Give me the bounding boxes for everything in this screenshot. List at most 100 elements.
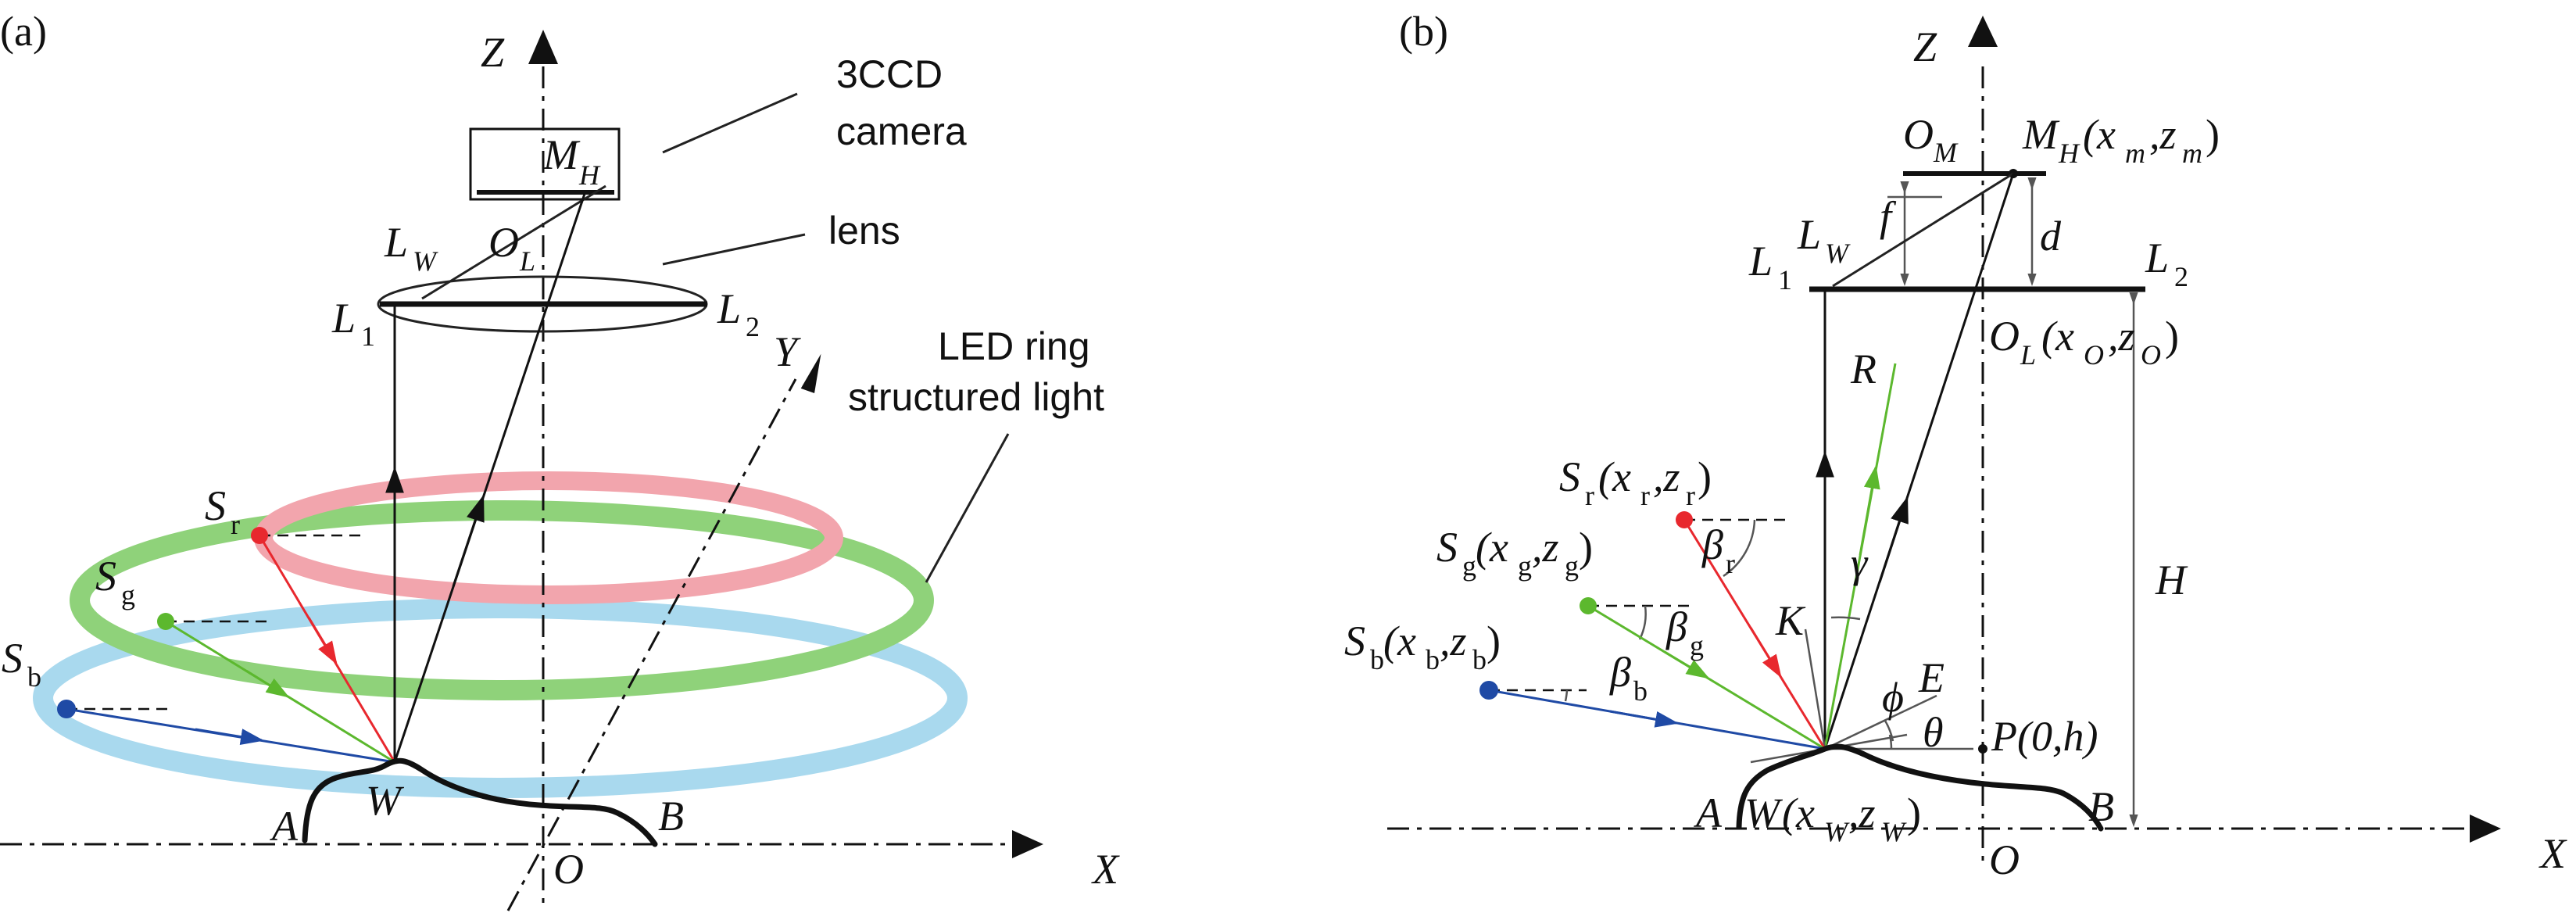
led-leader: [925, 433, 1010, 583]
f-label: f: [1880, 193, 1897, 240]
sb-point-b: [1479, 681, 1498, 700]
normal-line-k: [1804, 628, 1826, 750]
z-label-b: Z: [1913, 23, 1937, 70]
sr-sub-b: r: [1585, 480, 1594, 511]
sg-label-a: S: [95, 553, 116, 600]
mh-sub: H: [2058, 138, 2080, 169]
sg-open-b: (x: [1476, 524, 1508, 571]
y-axis-a: [506, 378, 797, 911]
ray-lw-to-m: [421, 184, 606, 300]
panel-b-tag: (b): [1399, 8, 1448, 55]
l1-label-a: L: [331, 295, 356, 342]
ray-lw-to-mh: [1832, 172, 2014, 288]
z-label-a: Z: [481, 29, 505, 76]
lw-label-a: L: [384, 219, 408, 266]
ray-w-to-mh-arrow: [1878, 496, 1909, 583]
ol-open: (x: [2041, 313, 2074, 360]
w-coord-label-b: W (x W ,z W ): [1744, 789, 1921, 847]
panel-b: (b): [1344, 8, 2567, 883]
sb-sub-a: b: [27, 661, 41, 693]
led-label-line2: structured light: [848, 375, 1104, 419]
d-label: d: [2040, 213, 2062, 260]
y-axis-a-arrow: [800, 353, 821, 393]
gamma-arc: [1830, 616, 1861, 621]
mh-coord-label: M H (x m ,z m ): [2022, 111, 2220, 169]
mh-comma: ,z: [2149, 111, 2177, 158]
led-label-line1: LED ring: [938, 324, 1090, 368]
w-main-b: W: [1744, 789, 1784, 836]
sb-sub2-b: b: [1426, 644, 1440, 675]
point-b-label-a: B: [658, 793, 684, 840]
r-label: R: [1850, 346, 1877, 392]
point-a-label: A: [270, 803, 299, 850]
sr-point: [251, 527, 268, 544]
p-label: P(0,h): [1991, 713, 2098, 760]
sg-sub-b: g: [1462, 550, 1476, 582]
x-label-b: X: [2538, 830, 2567, 877]
camera-leader: [662, 92, 798, 154]
sb-label-a: S: [2, 635, 23, 682]
bg-arc: [1638, 605, 1647, 640]
beta-b-label: β: [1609, 649, 1631, 696]
z-axis-a-arrow: [528, 30, 558, 64]
x-axis-b-arrow: [2470, 815, 2501, 843]
sb-sub-b: b: [1370, 644, 1384, 675]
l2-sub-a: 2: [746, 311, 760, 342]
sg-sub-a: g: [121, 579, 135, 610]
z-axis-b-arrow: [1968, 16, 1998, 47]
lw-sub-b: W: [1825, 238, 1851, 269]
lw-sub-a: W: [413, 245, 438, 277]
sb-sub3-b: b: [1472, 644, 1487, 675]
lw-label-b: L: [1797, 211, 1821, 258]
object-surface-b: [1736, 743, 2104, 832]
beta-g-label: β: [1665, 603, 1687, 650]
theta-label: θ: [1923, 709, 1944, 756]
sr-close-b: ): [1698, 453, 1712, 500]
h-cap-label: H: [2155, 557, 2188, 603]
ol-comma: ,z: [2108, 313, 2135, 360]
ol-main: O: [1989, 313, 2020, 360]
ol-sub2: O: [2084, 339, 2104, 371]
br-arc: [1723, 519, 1756, 578]
w-sub3-b: W: [1881, 816, 1907, 847]
sb-close-b: ): [1487, 618, 1501, 664]
mh-sub2: m: [2125, 138, 2145, 169]
panel-a: (a): [0, 8, 1120, 911]
sr-label-a: S: [205, 482, 226, 529]
point-a-label-b: A: [1694, 789, 1723, 836]
reflected-ray-r: [1823, 363, 1897, 750]
ray-w-to-mh: [1823, 173, 2015, 750]
green-ray-arrow: [245, 669, 290, 698]
blue-led-ring: [33, 598, 968, 798]
p-point: [1978, 744, 1987, 754]
sg-point-b: [1580, 597, 1597, 614]
blue-ray-arrow: [195, 728, 264, 745]
blue-ray-b-arrow: [1609, 710, 1679, 728]
l1-sub-a: 1: [361, 320, 375, 352]
sr-main-b: S: [1559, 453, 1580, 500]
k-label: K: [1775, 597, 1806, 644]
om-label: O: [1903, 111, 1934, 158]
sg-point: [157, 613, 174, 630]
x-axis-a-arrow: [1012, 830, 1043, 858]
om-sub: M: [1933, 137, 1959, 168]
sg-main-b: S: [1436, 524, 1458, 571]
object-surface-a: [302, 757, 658, 847]
beta-b-sub: b: [1633, 675, 1648, 707]
camera-label-line2: camera: [836, 109, 967, 153]
sg-comma-b: ,z: [1532, 524, 1559, 571]
lens-label: lens: [828, 209, 900, 252]
ol-sub: L: [2020, 339, 2036, 371]
normal-line-e: [1824, 694, 1937, 750]
phi-arc: [1884, 720, 1894, 742]
w-open-b: (x: [1782, 789, 1815, 836]
l2-label-a: L: [717, 285, 741, 332]
origin-b: O: [1989, 836, 2020, 883]
red-led-ring: [254, 471, 843, 604]
mh-open: (x: [2083, 111, 2116, 158]
ol-sub3: O: [2141, 339, 2161, 371]
y-label-a: Y: [774, 328, 801, 375]
mh-close: ): [2206, 111, 2220, 158]
sr-sub3-b: r: [1686, 480, 1695, 511]
origin-a: O: [553, 846, 584, 893]
